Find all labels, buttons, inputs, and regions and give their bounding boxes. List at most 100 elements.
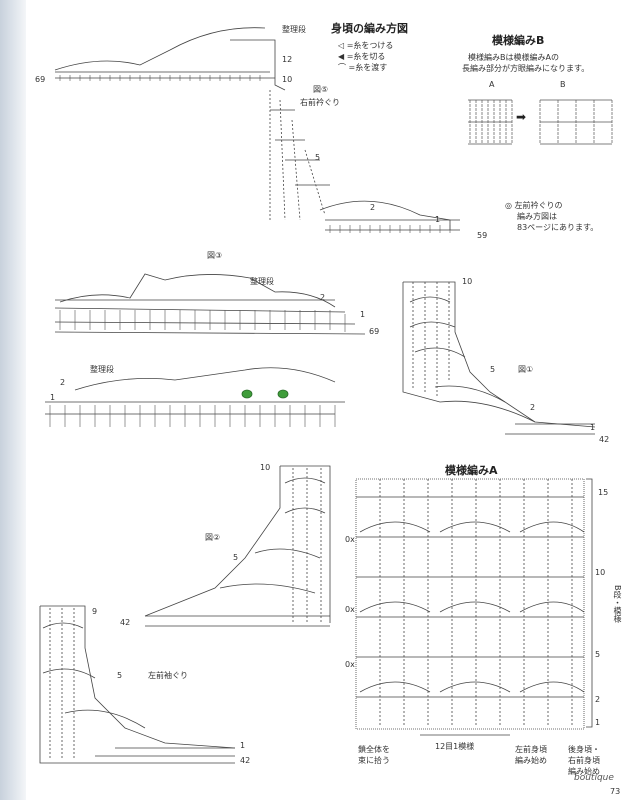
- fig1-scallops: [409, 296, 506, 403]
- legend-item-attach: ◁ =糸をつける: [338, 41, 394, 50]
- pattern-a-frame: [355, 478, 585, 730]
- fig1-row-label-10: 10: [462, 277, 472, 286]
- armhole-scallops: [42, 622, 146, 729]
- pattern-a-chain-note-1: 鎖全体を: [358, 744, 390, 754]
- fig5-row-label-1: 1: [435, 215, 440, 224]
- armhole-columns: [49, 608, 75, 758]
- pattern-a-row-label-5: 5: [595, 650, 600, 659]
- fig2-row-label-5: 5: [233, 553, 238, 562]
- armhole-base-rows: [95, 747, 235, 757]
- fig1-caption: 図①: [518, 365, 533, 374]
- fig3-green-stitch-marker: [241, 389, 253, 399]
- fig5-subcaption: 右前衿ぐり: [300, 98, 340, 107]
- pattern-a-mark-1: 0x: [345, 535, 355, 544]
- pattern-a-row-label-2: 2: [595, 695, 600, 704]
- figure-5-chart: 整理段 12 10 69 5 2 1 59: [35, 24, 487, 240]
- carry-yarn-icon: ⌒: [338, 63, 346, 72]
- pattern-a-side-label: B段・模様: [613, 585, 622, 623]
- pattern-a-start-note-2: 編み始め: [515, 755, 547, 765]
- legend-item-carry: ⌒ =糸を渡す: [338, 63, 388, 72]
- armhole-outline: [40, 605, 236, 749]
- pattern-a-row-label-10: 10: [595, 568, 605, 577]
- fig2-base-rows: [145, 615, 330, 627]
- pattern-b-label-b: B: [560, 80, 566, 89]
- fig5-slope-columns: [269, 90, 326, 221]
- fig5-shoulder-edge: [230, 39, 286, 91]
- fig3-row-label-top: 整理段: [250, 276, 274, 286]
- armhole-left-base: [39, 606, 235, 764]
- pattern-a-row-label-1: 1: [595, 718, 600, 727]
- fig3-row-label-2: 2: [320, 293, 325, 302]
- fig3-lower-ticks: [49, 405, 336, 427]
- fig3-lower-row-label-2: 2: [60, 378, 65, 387]
- note-bullet-icon: ◎: [505, 201, 512, 210]
- fig5-row-label-2: 2: [370, 203, 375, 212]
- fig5-caption: 図⑤: [313, 85, 329, 94]
- figure-1-chart: 10 5 図① 2 1 42: [402, 277, 609, 444]
- swatch-a-rows: [468, 99, 512, 145]
- fig2-stitch-count-42: 42: [120, 618, 130, 627]
- pattern-b-title: 模様編みB: [492, 34, 545, 47]
- armhole-stitch-count-42: 42: [240, 756, 250, 765]
- fig5-row-label-10: 10: [282, 75, 292, 84]
- fig3-lower-rows: [45, 401, 345, 415]
- fig5-base-rows: [325, 219, 460, 231]
- pattern-a-start-note-1: 左前身頃: [515, 744, 547, 754]
- pattern-a-side-bracket: [586, 478, 593, 728]
- legend-item-cut: ◀ =糸を切る: [338, 52, 386, 61]
- fig3-upper-base: [54, 331, 366, 335]
- fig2-slope-edge: [144, 466, 281, 617]
- attach-yarn-icon: ◁: [338, 41, 345, 50]
- fig5-scallop-bottom: [319, 200, 451, 230]
- fig2-row-label-10: 10: [260, 463, 270, 472]
- fig2-right-edge: [280, 465, 331, 623]
- fig5-stitch-count-59: 59: [477, 231, 487, 240]
- pattern-b-arrow-icon: ➡: [516, 110, 527, 124]
- pattern-a-fan-row-2: [359, 601, 585, 613]
- pattern-a-back-note-3: 編み始め: [568, 766, 600, 776]
- fig5-stitch-count-69: 69: [35, 75, 45, 84]
- fig3-upper-scallops: [59, 273, 336, 308]
- pattern-a-row-label-15: 15: [598, 488, 608, 497]
- fig1-outline: [403, 281, 596, 428]
- fig5-row-label-top: 整理段: [282, 24, 306, 34]
- pattern-a-mark-3: 0x: [345, 660, 355, 669]
- pattern-a-mark-2: 0x: [345, 605, 355, 614]
- fig2-caption: 図②: [205, 533, 220, 542]
- figure-2-chart: 10 図② 5 42: [120, 463, 331, 627]
- fig1-base-rows: [505, 423, 595, 435]
- figure-3-chart: 整理段 2 1 69 整理段 2 1: [45, 273, 379, 427]
- left-armhole-caption: 左前袖ぐり: [148, 671, 188, 680]
- armhole-row-label-1: 1: [240, 741, 245, 750]
- fig5-upper-rows: [55, 71, 275, 79]
- pattern-a-back-note-2: 右前身頃: [568, 755, 600, 765]
- fig3-lower-row-label-top: 整理段: [90, 364, 114, 374]
- fig1-row-label-2: 2: [530, 403, 535, 412]
- fig3-upper-ticks: [59, 310, 346, 332]
- fig3-lower-scallops: [74, 367, 336, 391]
- brand-logo: boutique: [574, 773, 614, 783]
- fig3-green-stitch-marker-2: [277, 389, 289, 399]
- pattern-a-title: 模様編みA: [445, 464, 498, 477]
- pattern-a-chain-note-2: 束に拾う: [358, 755, 390, 765]
- page-number: 73: [610, 787, 621, 796]
- fig3-stitch-count-69: 69: [369, 327, 379, 336]
- fig1-stitch-count-42: 42: [599, 435, 609, 444]
- pattern-a-fan-row-1: [359, 521, 585, 533]
- pattern-b-swatches: [468, 99, 613, 145]
- pattern-a-fan-row-3: [359, 681, 585, 693]
- fig3-upper-rows: [54, 299, 356, 325]
- fig5-slope-rows: [270, 109, 330, 186]
- fig2-scallops: [219, 477, 326, 594]
- fig3-row-label-1: 1: [360, 310, 365, 319]
- armhole-row-label-5: 5: [117, 671, 122, 680]
- pattern-b-desc-2: 長編み部分が方眼編みになります。: [462, 64, 590, 73]
- pattern-b-label-a: A: [489, 80, 495, 89]
- fig5-scallop-top: [54, 27, 266, 71]
- fig3-caption: 図③: [207, 251, 223, 260]
- pattern-a-back-note-1: 後身頃・: [568, 744, 600, 754]
- pattern-a-repeat-label: 12目1模様: [435, 741, 474, 751]
- fig1-row-label-1: 1: [590, 423, 595, 432]
- swatch-a-columns: [469, 100, 513, 144]
- left-armhole-chart: 9 5 1 42: [39, 605, 250, 765]
